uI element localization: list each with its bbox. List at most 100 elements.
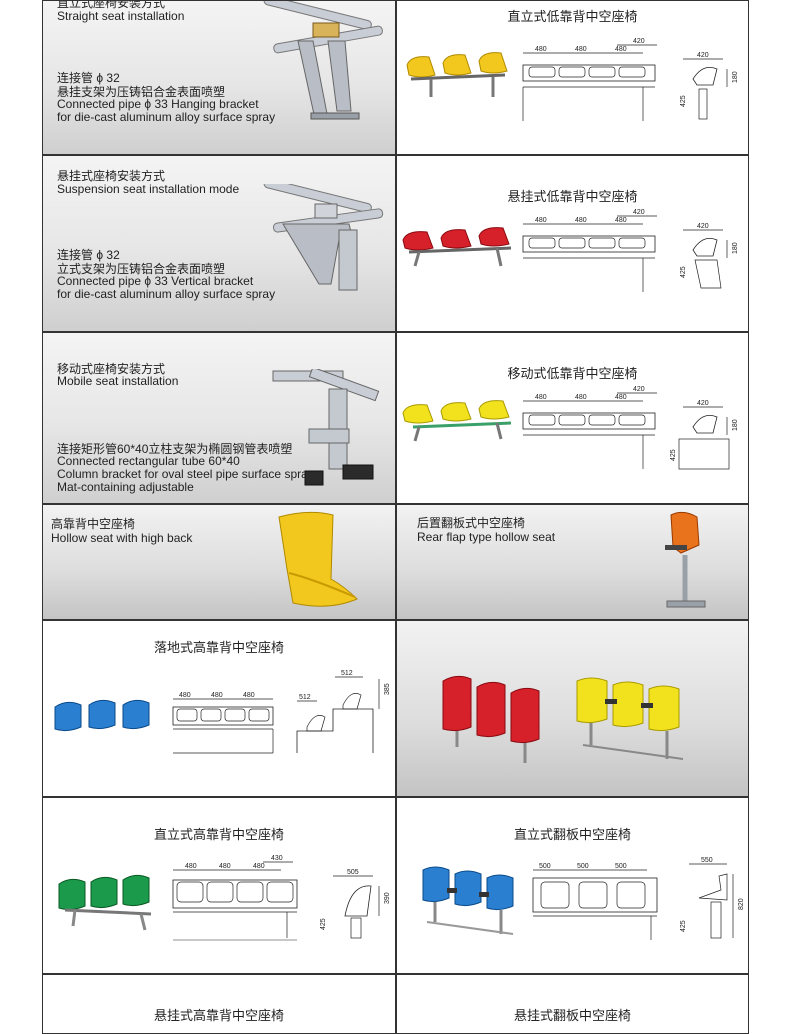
svg-text:480: 480 [535,46,547,53]
svg-text:480: 480 [219,863,231,870]
product-title: 移动式低靠背中空座椅 [507,366,638,381]
svg-text:480: 480 [615,217,627,224]
svg-text:820: 820 [738,898,745,910]
dimension-drawing: 480 480 480 512 512 385 [172,670,391,754]
yellow-high-back-seat-image [278,511,358,607]
dimension-drawing: 480 480 480 420 420 180 425 [522,209,739,292]
straight-low-back-panel: 直立式低靠背中空座椅 480 480 480 420 420 180 425 [396,0,749,155]
svg-text:430: 430 [271,855,283,862]
svg-text:480: 480 [615,46,627,53]
svg-text:480: 480 [211,692,223,699]
install-en-line2: for die-cast aluminum alloy surface spra… [57,287,276,301]
dimension-drawing: 500 500 500 550 820 425 [532,857,745,940]
install-en-line1: Connected pipe ϕ 33 Hanging bracket [57,97,259,111]
mobile-bracket-illustration [272,369,380,486]
straight-bracket-illustration [263,1,383,120]
svg-text:180: 180 [732,419,739,431]
svg-text:480: 480 [575,217,587,224]
straight-flap-panel: 直立式翻板中空座椅 500 500 500 550 820 425 [396,797,749,974]
install-en-title: Suspension seat installation mode [57,182,240,196]
svg-text:512: 512 [299,694,311,701]
panel-en-title: Hollow seat with high back [51,531,193,545]
install-en-line2: for die-cast aluminum alloy surface spra… [57,110,276,124]
panel-cn-title: 后置翻板式中空座椅 [417,516,526,530]
svg-text:385: 385 [384,683,391,695]
straight-install-panel: 直立式座椅安装方式 Straight seat installation 连接管… [42,0,396,155]
svg-text:550: 550 [701,857,713,864]
install-cn-line1: 连接管 ϕ 32 [57,248,120,262]
install-en-title: Straight seat installation [57,9,185,23]
svg-text:480: 480 [185,863,197,870]
yellow-flap-seats-image [576,677,684,760]
svg-text:505: 505 [347,869,359,876]
svg-text:480: 480 [535,394,547,401]
svg-text:425: 425 [680,95,687,107]
straight-high-back-panel: 直立式高靠背中空座椅 430 480 480 480 505 390 425 [42,797,396,974]
panel-en-title: Rear flap type hollow seat [417,530,556,544]
install-cn-line1: 连接管 ϕ 32 [57,71,120,85]
suspension-install-panel: 悬挂式座椅安装方式 Suspension seat installation m… [42,155,396,332]
svg-text:180: 180 [732,242,739,254]
product-title: 悬挂式低靠背中空座椅 [507,189,638,204]
install-cn-title: 移动式座椅安装方式 [57,362,166,376]
install-en-title: Mobile seat installation [57,374,179,388]
green-seat-row-image [58,874,152,931]
svg-text:420: 420 [697,223,709,230]
suspension-low-back-panel: 悬挂式低靠背中空座椅 480 480 480 420 420 180 425 [396,155,749,332]
install-en-line2: Column bracket for oval steel pipe surfa… [57,467,314,481]
product-title: 落地式高靠背中空座椅 [153,640,284,655]
install-en-line3: Mat-containing adjustable [57,480,194,494]
suspension-flap-panel: 悬挂式翻板中空座椅 [396,974,749,1034]
svg-text:500: 500 [615,863,627,870]
rear-flap-seat-panel: 后置翻板式中空座椅 Rear flap type hollow seat [396,504,749,620]
mobile-low-back-panel: 移动式低靠背中空座椅 480 480 480 420 420 180 425 [396,332,749,504]
install-cn-title: 直立式座椅安装方式 [57,0,166,10]
svg-text:420: 420 [697,400,709,407]
red-seat-row-image [402,227,512,267]
svg-text:420: 420 [633,38,645,45]
suspension-high-back-panel: 悬挂式高靠背中空座椅 [42,974,396,1034]
floor-seats-photo-panel [396,620,749,797]
svg-text:425: 425 [680,920,687,932]
yellow-mobile-seat-row-image [402,400,512,442]
red-high-back-seats-image [442,675,540,763]
yellow-seat-row-image [406,52,508,97]
svg-text:480: 480 [179,692,191,699]
install-en-line1: Connected pipe ϕ 33 Vertical bracket [57,274,254,288]
install-cn-title: 悬挂式座椅安装方式 [57,169,166,183]
dimension-drawing: 480 480 480 420 420 180 425 [522,38,739,121]
dimension-drawing: 430 480 480 480 505 390 425 [172,855,391,941]
svg-text:425: 425 [320,918,327,930]
floor-high-back-panel: 落地式高靠背中空座椅 480 480 480 512 512 385 [42,620,396,797]
high-back-seat-panel: 高靠背中空座椅 Hollow seat with high back [42,504,396,620]
mobile-install-panel: 移动式座椅安装方式 Mobile seat installation 连接矩形管… [42,332,396,504]
svg-text:420: 420 [633,209,645,216]
install-cn-line2: 立式支架为压铸铝合金表面喷塑 [57,262,226,276]
product-title: 直立式低靠背中空座椅 [507,9,638,24]
suspension-bracket-illustration [263,184,384,291]
svg-text:390: 390 [384,892,391,904]
svg-text:512: 512 [341,670,353,677]
svg-text:420: 420 [697,52,709,59]
svg-text:480: 480 [243,692,255,699]
orange-flap-seat-image [665,511,706,608]
svg-text:425: 425 [680,266,687,278]
dimension-drawing: 480 480 480 420 420 180 425 [522,386,739,470]
panel-cn-title: 高靠背中空座椅 [51,517,136,531]
svg-text:480: 480 [575,46,587,53]
blue-flap-seat-row-image [422,866,514,935]
blue-seat-row-image [54,699,150,732]
svg-text:420: 420 [633,386,645,393]
svg-text:500: 500 [577,863,589,870]
svg-text:480: 480 [615,394,627,401]
product-title: 悬挂式高靠背中空座椅 [153,1008,284,1023]
svg-text:425: 425 [670,449,677,461]
svg-text:180: 180 [732,71,739,83]
product-title: 悬挂式翻板中空座椅 [513,1008,631,1023]
svg-text:480: 480 [253,863,265,870]
product-title: 直立式翻板中空座椅 [513,827,631,842]
install-cn-line1: 连接矩形管60*40立柱支架为椭圆钢管表喷塑 [57,442,293,456]
svg-text:480: 480 [575,394,587,401]
svg-text:480: 480 [535,217,547,224]
product-title: 直立式高靠背中空座椅 [153,827,284,842]
